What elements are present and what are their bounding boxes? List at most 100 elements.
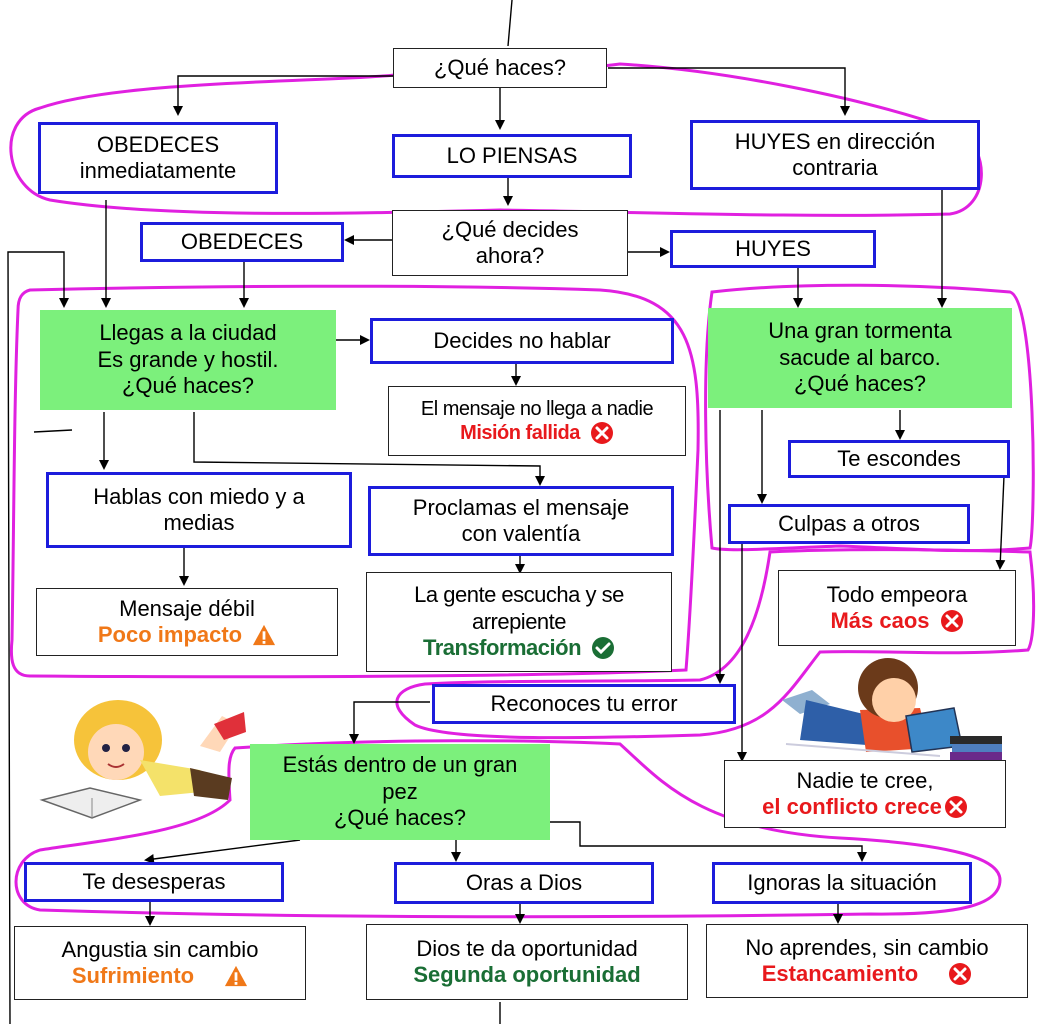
node-llegas-ciudad-l1: Llegas a la ciudad [99, 320, 277, 346]
node-dios-oportunidad-text: Dios te da oportunidad [416, 935, 638, 961]
node-llegas-ciudad-l3: ¿Qué haces? [121, 373, 255, 399]
warning-icon [224, 964, 248, 988]
node-sufrimiento-text: Sufrimiento [71, 963, 195, 988]
arrow-q-to-obedeces [173, 75, 395, 116]
node-huyes: HUYES [670, 230, 876, 268]
girl-reading-illustration [39, 700, 246, 819]
node-angustia: Angustia sin cambio Sufrimiento [14, 926, 306, 1000]
fail-x-icon [944, 795, 968, 819]
node-angustia-text: Angustia sin cambio [61, 936, 259, 962]
node-no-aprendes: No aprendes, sin cambio Estancamiento [706, 924, 1028, 998]
node-obedeces: OBEDECES [140, 222, 344, 262]
node-te-escondes: Te escondes [788, 440, 1010, 478]
fail-x-icon [940, 609, 964, 633]
node-gran-pez-l3: ¿Qué haces? [333, 805, 467, 831]
node-mision-fallida-row: Misión fallida [460, 421, 614, 445]
node-que-haces-text: ¿Qué haces? [433, 54, 567, 80]
fail-x-icon [948, 962, 972, 986]
node-llegas-ciudad: Llegas a la ciudad Es grande y hostil. ¿… [40, 310, 336, 410]
node-tormenta-l3: ¿Qué haces? [793, 371, 927, 397]
node-reconoces-text: Reconoces tu error [490, 690, 678, 716]
node-llegas-ciudad-l2: Es grande y hostil. [97, 346, 279, 372]
node-obedeces-inmediatamente-l1: OBEDECES [96, 131, 220, 157]
arrow-left-return [7, 251, 69, 1024]
node-obedeces-text: OBEDECES [180, 228, 304, 254]
node-proclamas-l2: con valentía [461, 521, 581, 546]
stray-mark [33, 429, 73, 433]
node-gente-escucha-l2: arrepiente [471, 608, 567, 634]
arrow-group [7, 0, 1006, 1024]
outline-right-consequence [395, 548, 1036, 740]
node-segunda-oportunidad-text: Segunda oportunidad [413, 962, 641, 987]
node-proclamas-l1: Proclamas el mensaje [412, 494, 630, 520]
node-mensaje-no-llega: El mensaje no llega a nadie Misión falli… [388, 386, 686, 456]
warning-icon [252, 623, 276, 647]
node-conflicto-row: el conflicto crece [762, 794, 968, 820]
node-mas-caos-row: Más caos [830, 608, 963, 634]
node-dios-oportunidad: Dios te da oportunidad Segunda oportunid… [366, 924, 688, 1000]
outline-fish [14, 739, 1002, 919]
arrow-escondes-to-empeora [995, 475, 1006, 570]
node-lo-piensas-text: LO PIENSAS [446, 142, 578, 168]
node-oras-text: Oras a Dios [465, 869, 583, 895]
node-conflicto-text: el conflicto crece [762, 794, 942, 819]
node-obedeces-inmediatamente-l2: inmediatamente [79, 158, 237, 183]
node-ignoras-text: Ignoras la situación [747, 869, 937, 895]
node-hablas-miedo-l2: medias [163, 510, 235, 535]
node-todo-empeora-text: Todo empeora [826, 581, 968, 607]
node-que-decides-l2: ahora? [475, 243, 545, 268]
node-que-decides: ¿Qué decides ahora? [392, 210, 628, 276]
node-sufrimiento-row: Sufrimiento [72, 963, 248, 989]
node-que-decides-l1: ¿Qué decides [441, 216, 579, 242]
node-poco-impacto-row: Poco impacto [98, 622, 276, 648]
node-reconoces: Reconoces tu error [432, 684, 736, 724]
node-ignoras: Ignoras la situación [712, 862, 972, 904]
node-transformacion-text: Transformación [422, 635, 582, 661]
node-tormenta-l2: sacude al barco. [779, 344, 941, 370]
arrow-city-to-proclamas [193, 412, 545, 486]
node-no-aprendes-text: No aprendes, sin cambio [745, 934, 989, 960]
node-gran-pez-l1: Estás dentro de un gran [282, 752, 518, 778]
node-decides-no-hablar: Decides no hablar [370, 318, 674, 364]
node-oras: Oras a Dios [394, 862, 654, 904]
node-mision-fallida-text: Misión fallida [460, 422, 580, 444]
node-hablas-miedo: Hablas con miedo y a medias [46, 472, 352, 548]
node-poco-impacto-text: Poco impacto [97, 622, 243, 647]
boy-reading-illustration [782, 658, 1002, 760]
node-nadie-cree-text: Nadie te cree, [796, 767, 934, 793]
node-te-desesperas-text: Te desesperas [82, 868, 226, 894]
node-estancamiento-row: Estancamiento [762, 961, 973, 987]
node-gran-pez: Estás dentro de un gran pez ¿Qué haces? [250, 744, 550, 840]
node-hablas-miedo-l1: Hablas con miedo y a [93, 483, 305, 509]
node-estancamiento-text: Estancamiento [761, 961, 919, 986]
node-gran-pez-l2: pez [382, 778, 418, 804]
node-decides-no-hablar-text: Decides no hablar [433, 327, 611, 353]
fail-x-icon [590, 421, 614, 445]
node-mensaje-debil-text: Mensaje débil [119, 595, 255, 621]
arrow-entry [507, 0, 513, 47]
node-tormenta-l1: Una gran tormenta [768, 318, 952, 344]
node-proclamas: Proclamas el mensaje con valentía [368, 486, 674, 556]
node-mensaje-no-llega-text: El mensaje no llega a nadie [420, 398, 654, 420]
node-transformacion-row: Transformación [423, 635, 615, 661]
node-tormenta: Una gran tormenta sacude al barco. ¿Qué … [708, 308, 1012, 408]
node-huyes-direccion-l1: HUYES en dirección [734, 128, 936, 154]
arrow-reconoces-to-pez [349, 701, 430, 744]
node-huyes-text: HUYES [735, 235, 811, 261]
node-te-desesperas: Te desesperas [24, 862, 284, 902]
node-gente-escucha: La gente escucha y se arrepiente Transfo… [366, 572, 672, 672]
arrow-pez-to-desesperas [144, 839, 301, 864]
node-obedeces-inmediatamente: OBEDECES inmediatamente [38, 122, 278, 194]
magenta-outline-group [9, 62, 1036, 919]
arrow-pez-to-ignoras [550, 821, 867, 862]
node-mas-caos-text: Más caos [830, 608, 930, 633]
node-culpas-text: Culpas a otros [778, 510, 920, 536]
node-huyes-direccion-l2: contraria [792, 155, 878, 180]
node-lo-piensas: LO PIENSAS [392, 134, 632, 178]
node-todo-empeora: Todo empeora Más caos [778, 570, 1016, 646]
node-te-escondes-text: Te escondes [837, 445, 961, 471]
node-gente-escucha-l1: La gente escucha y se [414, 582, 624, 608]
node-nadie-cree: Nadie te cree, el conflicto crece [724, 760, 1006, 828]
